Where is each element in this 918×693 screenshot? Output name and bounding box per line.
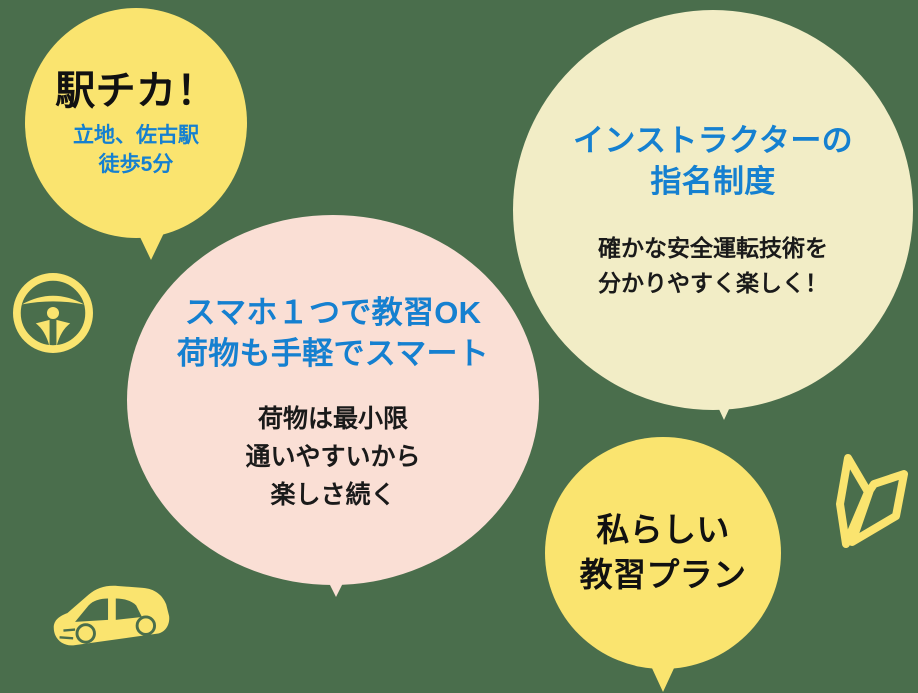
bubble-personal-plan-body <box>545 437 781 669</box>
bubble-personal-plan-title: 私らしい 教習プラン <box>579 511 747 593</box>
car-icon <box>46 577 172 655</box>
bubble-smartphone-lessons: スマホ１つで教習OK 荷物も手軽でスマート 荷物は最小限 通いやすいから 楽しさ… <box>127 215 539 597</box>
bubble-instructor-nomination: インストラクターの 指名制度 確かな安全運転技術を 分かりやすく楽しく！ <box>513 10 913 420</box>
bubble-station-title: 駅チカ！ <box>55 68 217 113</box>
bubble-smartphone-lessons-body <box>127 215 539 585</box>
bubble-station-subtitle: 立地、佐古駅 徒歩5分 <box>73 123 199 176</box>
bubble-station: 駅チカ！ 立地、佐古駅 徒歩5分 <box>25 8 247 260</box>
bubble-instructor-nomination-subtitle: 確かな安全運転技術を 分かりやすく楽しく！ <box>598 234 828 296</box>
bubble-personal-plan: 私らしい 教習プラン <box>545 437 781 692</box>
bubble-instructor-nomination-content: インストラクターの 指名制度 確かな安全運転技術を 分かりやすく楽しく！ <box>513 120 913 301</box>
steering-wheel-icon <box>10 270 96 356</box>
bubble-smartphone-lessons-title: スマホ１つで教習OK 荷物も手軽でスマート <box>176 294 490 371</box>
bubble-personal-plan-content: 私らしい 教習プラン <box>545 508 781 598</box>
bubble-smartphone-lessons-subtitle: 荷物は最小限 通いやすいから 楽しさ続く <box>245 405 421 510</box>
bubble-station-content: 駅チカ！ 立地、佐古駅 徒歩5分 <box>25 67 247 180</box>
bubble-instructor-nomination-body <box>513 10 913 410</box>
bubble-smartphone-lessons-content: スマホ１つで教習OK 荷物も手軽でスマート 荷物は最小限 通いやすいから 楽しさ… <box>127 286 539 514</box>
bubble-station-body <box>25 8 247 238</box>
beginner-driver-mark-icon <box>824 444 912 554</box>
bubble-instructor-nomination-title: インストラクターの 指名制度 <box>573 122 853 200</box>
